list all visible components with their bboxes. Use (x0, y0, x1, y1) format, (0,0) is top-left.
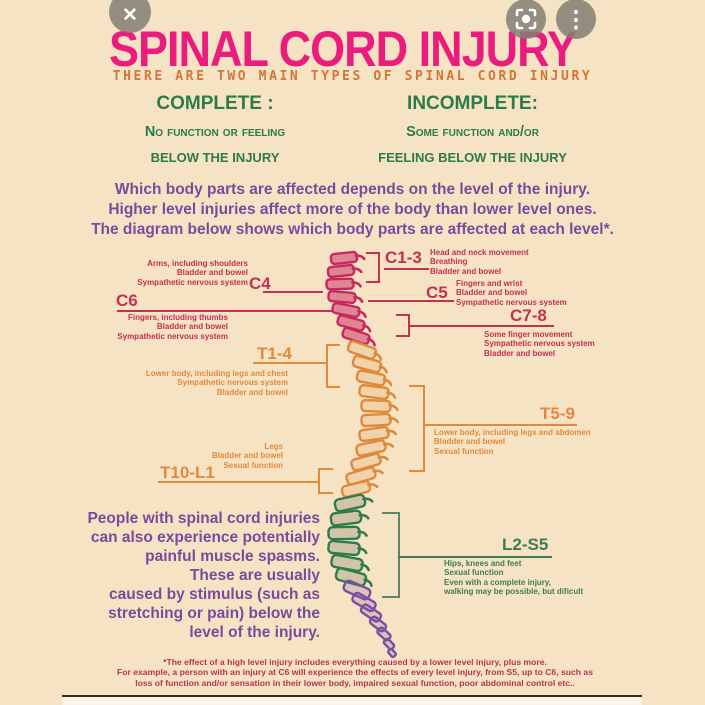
level-functions-t14: Lower body, including legs and chest Sym… (145, 369, 288, 397)
complete-line2: BELOW THE INJURY (150, 150, 280, 165)
bracket-c78-top (396, 314, 410, 316)
lens-button[interactable] (506, 0, 546, 39)
bracket-c78-bottom (396, 335, 410, 337)
underline-t10l1 (158, 481, 320, 483)
bracket-c13 (378, 252, 380, 283)
leader-line-t59 (423, 424, 577, 426)
bracket-t10l1 (318, 468, 320, 494)
level-label-c5: C5 (426, 283, 448, 302)
intro-line: The diagram below shows which body parts… (91, 221, 614, 238)
bottom-edge-strip (62, 697, 642, 705)
bracket-l2s5-bottom (382, 596, 400, 598)
leader-line-c6 (117, 310, 333, 312)
bracket-t10l1-top (318, 468, 333, 470)
intro-line: Which body parts are affected depends on… (114, 181, 591, 198)
bracket-t10l1-bottom (318, 492, 333, 494)
more-options-icon: ⋮ (564, 5, 588, 32)
level-functions-t10l1: Legs Bladder and bowel Sexual function (211, 442, 283, 470)
leader-line-l2s5 (398, 556, 552, 558)
complete-column: COMPLETE : No function or feeling BELOW … (95, 93, 335, 165)
leader-line-c78 (408, 325, 554, 327)
bracket-t14-top (326, 344, 340, 346)
page-subtitle: THERE ARE TWO MAIN TYPES OF SPINAL CORD … (112, 69, 593, 84)
bracket-t59 (423, 385, 425, 472)
page-title: SPINAL CORD INJURY (108, 20, 577, 78)
bracket-t14 (326, 344, 328, 388)
close-button[interactable]: ✕ (109, 0, 151, 33)
intro-line: Higher level injuries affect more of the… (108, 201, 597, 218)
bracket-c13-bottom (366, 281, 380, 283)
complete-heading: COMPLETE : (156, 93, 274, 114)
level-label-t10l1: T10-L1 (160, 463, 215, 482)
level-label-c4: C4 (249, 274, 271, 293)
bracket-t59-top (409, 385, 425, 387)
level-label-l2s5: L2-S5 (502, 535, 549, 554)
level-functions-l2s5: Hips, knees and feet Sexual function Eve… (444, 559, 584, 596)
level-functions-c4: Arms, including shoulders Bladder and bo… (137, 259, 248, 287)
close-icon: ✕ (122, 4, 138, 26)
incomplete-line2: FEELING BELOW THE INJURY (378, 150, 567, 165)
level-functions-c13: Head and neck movement Breathing Bladder… (430, 248, 529, 276)
underline-c13 (384, 268, 429, 270)
underline-t14 (253, 362, 327, 364)
bracket-t14-bottom (326, 386, 340, 388)
bracket-l2s5 (398, 512, 400, 598)
more-options-button[interactable]: ⋮ (556, 0, 596, 39)
level-label-c13: C1-3 (385, 248, 422, 267)
level-functions-c6: Fingers, including thumbs Bladder and bo… (117, 313, 228, 341)
footnote: *The effect of a high level injury inclu… (117, 657, 593, 688)
bracket-l2s5-top (382, 512, 400, 514)
spasm-paragraph: People with spinal cord injuries can als… (87, 510, 320, 641)
complete-line1: No function or feeling (144, 124, 286, 140)
level-functions-c78: Some finger movement Sympathetic nervous… (484, 330, 595, 358)
incomplete-column: INCOMPLETE: Some function and/or FEELING… (360, 93, 585, 165)
leader-line-c4 (263, 291, 323, 293)
lens-icon (515, 8, 537, 30)
intro-paragraph: Which body parts are affected depends on… (0, 180, 705, 240)
bracket-t59-bottom (409, 470, 425, 472)
level-functions-c5: Fingers and wrist Bladder and bowel Symp… (456, 279, 567, 307)
level-label-t14: T1-4 (257, 344, 292, 363)
level-label-c78: C7-8 (510, 306, 547, 325)
level-functions-t59: Lower body, including legs and abdomen B… (434, 428, 591, 456)
bracket-c13-top (366, 252, 380, 254)
leader-line-c5 (368, 300, 454, 302)
bottom-divider (62, 695, 642, 697)
level-label-c6: C6 (116, 291, 138, 310)
level-label-t59: T5-9 (540, 404, 575, 423)
incomplete-line1: Some function and/or (406, 124, 539, 140)
incomplete-heading: INCOMPLETE: (407, 93, 538, 114)
